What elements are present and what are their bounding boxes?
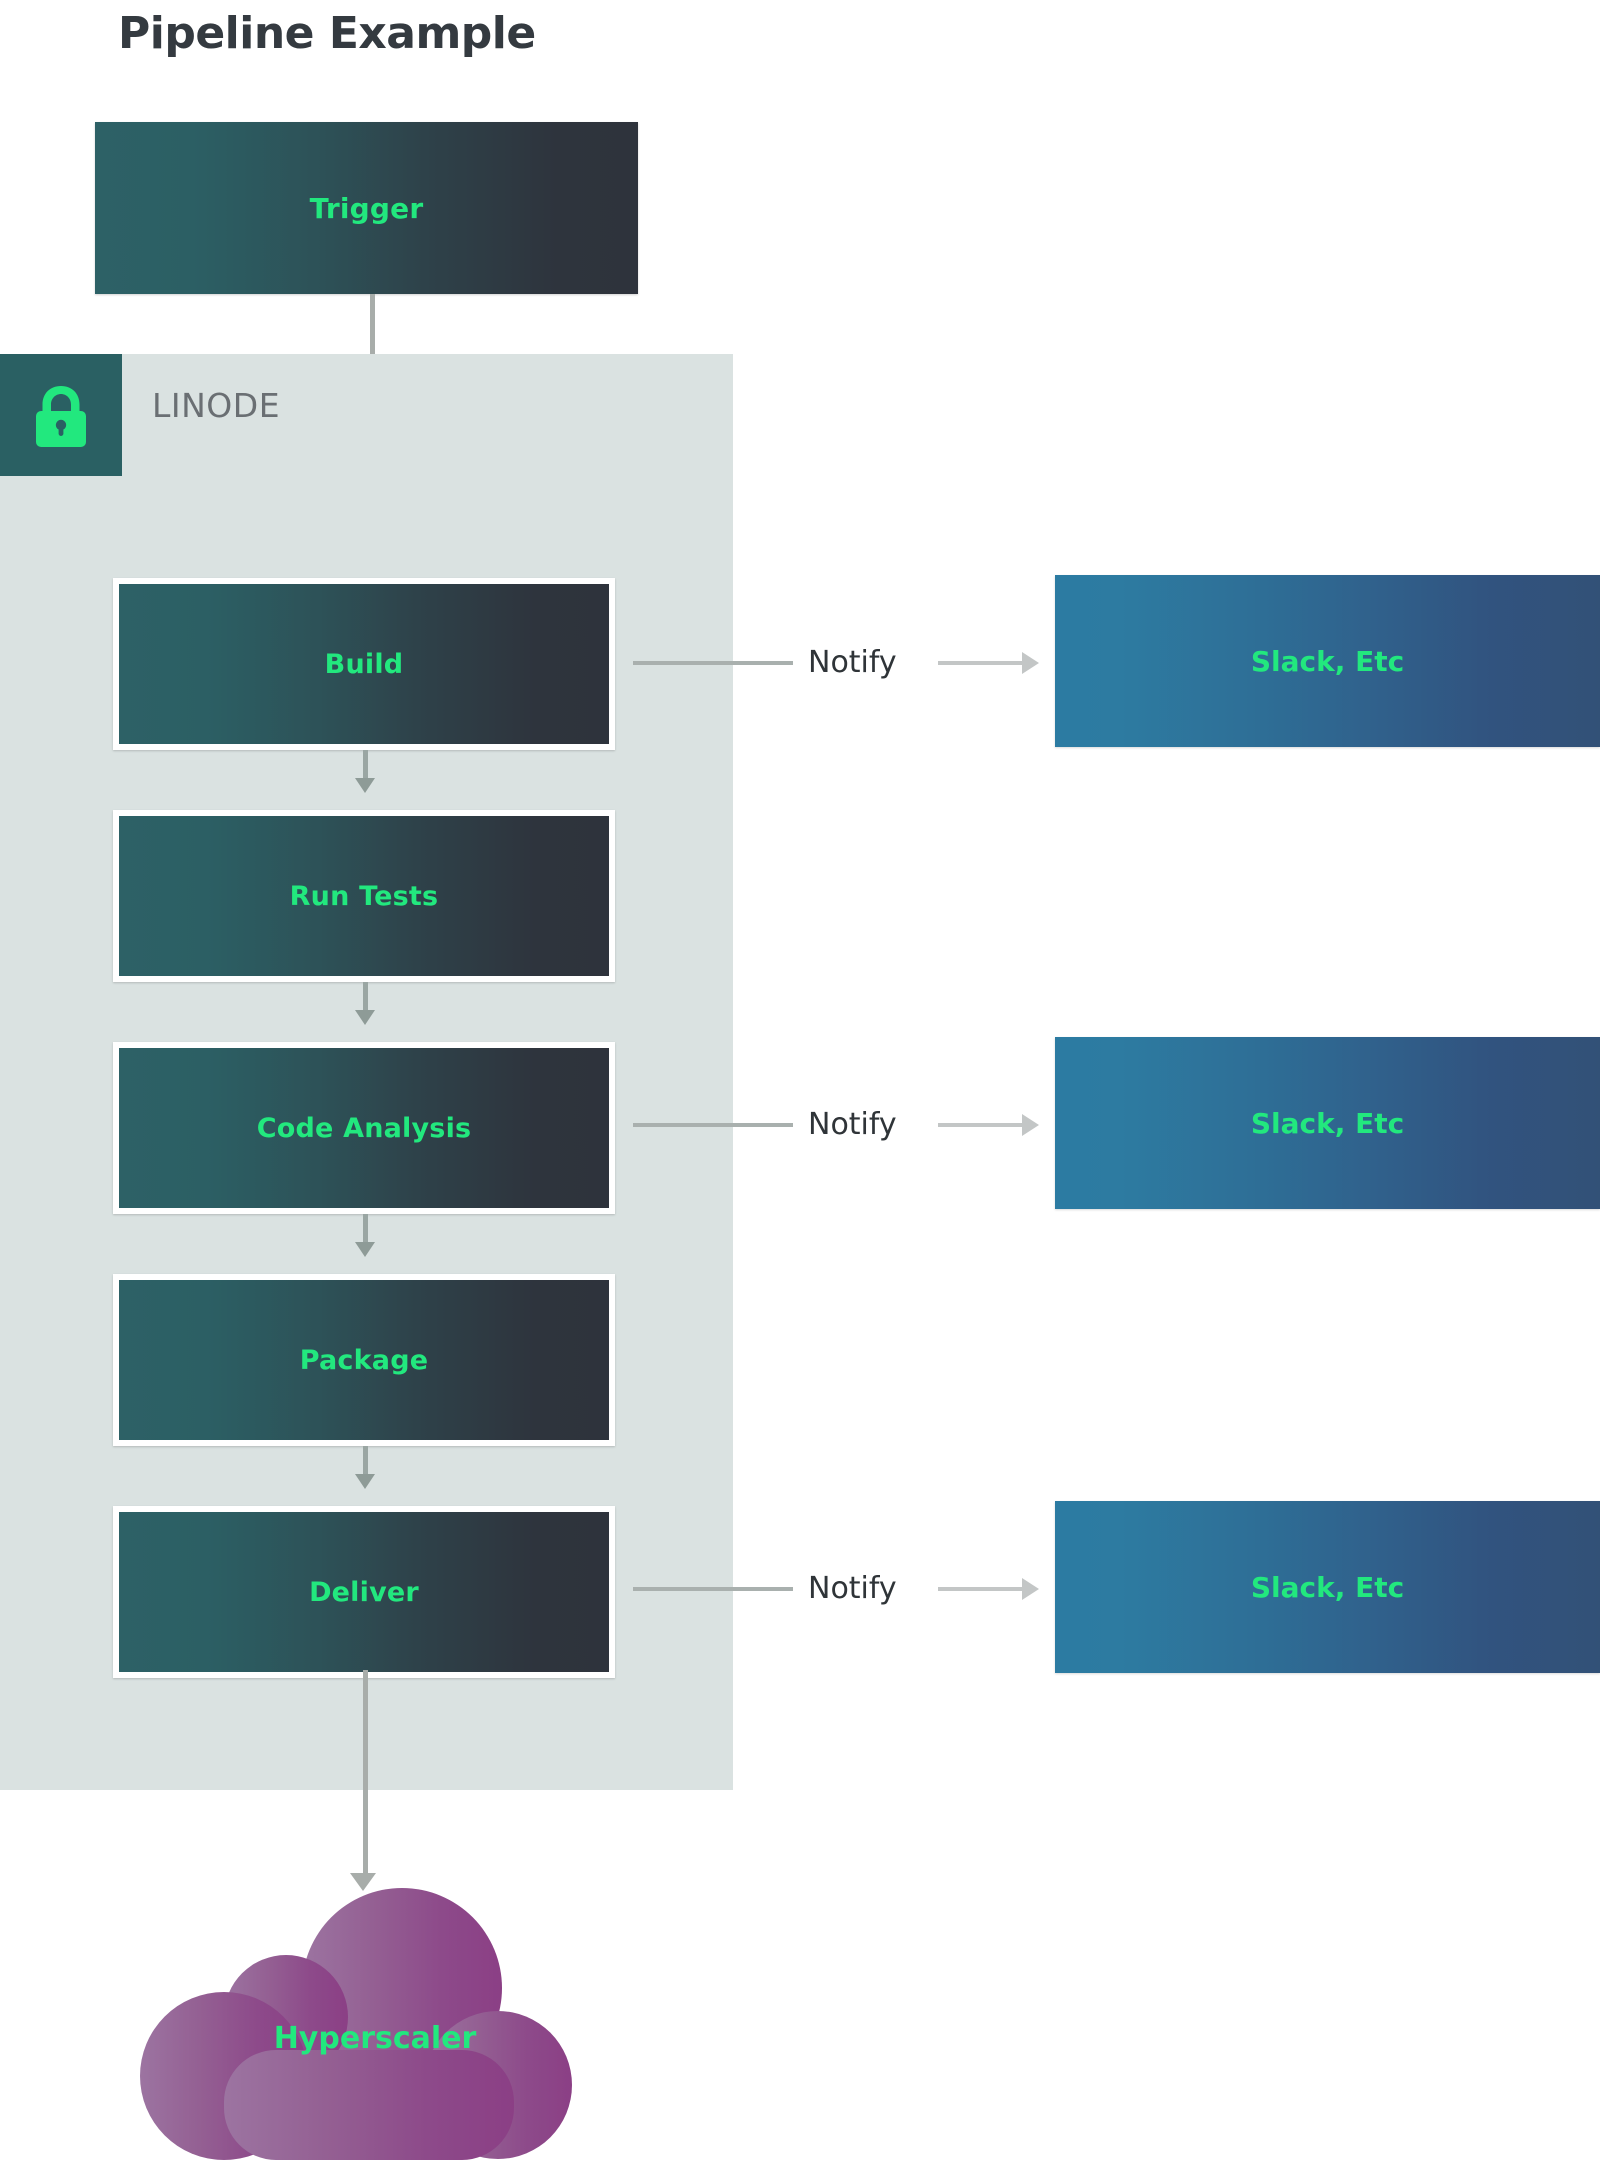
connector-run-tests-to-code-analysis-arrow: [355, 1010, 375, 1025]
connector-deliver-to-cloud: [363, 1670, 368, 1875]
notify-edge-1-label: Notify: [808, 645, 897, 680]
notify-edge-3-line-left: [633, 1587, 793, 1591]
connector-deliver-to-cloud-arrow: [350, 1873, 376, 1891]
notify-edge-2-line-right: [938, 1123, 1026, 1127]
notify-edge-2-label: Notify: [808, 1107, 897, 1142]
zone-badge: [0, 354, 122, 476]
node-trigger-label: Trigger: [309, 191, 424, 225]
node-code-analysis-label: Code Analysis: [256, 1112, 472, 1144]
notify-edge-1-line-right: [938, 661, 1026, 665]
node-slack-3-label: Slack, Etc: [1250, 1570, 1405, 1604]
connector-code-analysis-to-package: [363, 1214, 368, 1244]
node-run-tests[interactable]: Run Tests: [113, 810, 615, 982]
node-hyperscaler[interactable]: [140, 1880, 590, 2160]
node-trigger[interactable]: Trigger: [95, 122, 638, 294]
connector-package-to-deliver: [363, 1446, 368, 1476]
notify-edge-3-arrow: [1022, 1578, 1039, 1600]
lock-icon: [30, 380, 92, 450]
connector-code-analysis-to-package-arrow: [355, 1242, 375, 1257]
notify-edge-1-line-left: [633, 661, 793, 665]
cloud-shape: [140, 1888, 572, 2160]
page-title: Pipeline Example: [118, 8, 536, 59]
node-slack-3[interactable]: Slack, Etc: [1055, 1501, 1600, 1673]
node-deliver[interactable]: Deliver: [113, 1506, 615, 1678]
notify-edge-2-arrow: [1022, 1114, 1039, 1136]
notify-edge-2-line-left: [633, 1123, 793, 1127]
node-slack-1-label: Slack, Etc: [1250, 644, 1405, 678]
node-slack-2-label: Slack, Etc: [1250, 1106, 1405, 1140]
node-slack-1[interactable]: Slack, Etc: [1055, 575, 1600, 747]
node-run-tests-label: Run Tests: [289, 880, 439, 912]
node-build[interactable]: Build: [113, 578, 615, 750]
node-deliver-label: Deliver: [309, 1576, 419, 1608]
node-slack-2[interactable]: Slack, Etc: [1055, 1037, 1600, 1209]
node-build-label: Build: [324, 648, 404, 680]
connector-build-to-run-tests-arrow: [355, 778, 375, 793]
connector-package-to-deliver-arrow: [355, 1474, 375, 1489]
notify-edge-1-arrow: [1022, 652, 1039, 674]
notify-edge-3-label: Notify: [808, 1571, 897, 1606]
notify-edge-3-line-right: [938, 1587, 1026, 1591]
node-code-analysis[interactable]: Code Analysis: [113, 1042, 615, 1214]
connector-build-to-run-tests: [363, 750, 368, 780]
zone-label: LINODE: [152, 386, 281, 425]
node-package[interactable]: Package: [113, 1274, 615, 1446]
connector-run-tests-to-code-analysis: [363, 982, 368, 1012]
node-package-label: Package: [299, 1344, 429, 1376]
